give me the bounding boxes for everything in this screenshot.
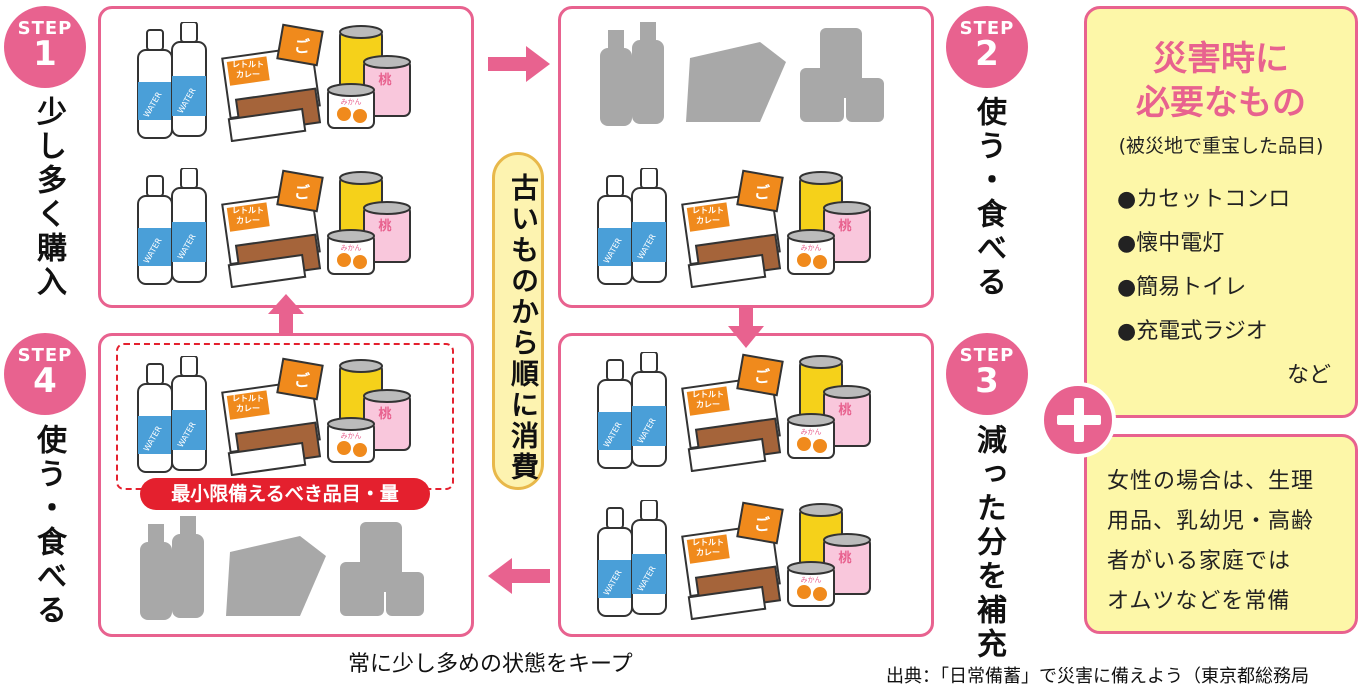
consumed-supplies-silhouette <box>600 22 884 126</box>
step2-label: 使う・食べる <box>971 96 1006 300</box>
arrow-up-icon <box>268 294 304 334</box>
svg-text:レトルト: レトルト <box>692 206 724 215</box>
retort-curry-icon: レトルト カレー ご <box>221 23 324 142</box>
svg-text:レトルト: レトルト <box>692 538 724 547</box>
step4-badge-word: STEP <box>17 345 73 366</box>
supplies-illustration: WATER WATER レトルト カレー ご 桃 みかん <box>597 500 871 620</box>
retort-curry-icon: レトルト カレー ご <box>681 169 784 288</box>
svg-text:みかん: みかん <box>341 432 362 440</box>
retort-curry-icon: レトルト カレー ご <box>221 169 324 288</box>
step2-badge-word: STEP <box>959 18 1015 39</box>
water-bottles-icon: WATER WATER <box>597 500 667 617</box>
step4-badge: STEP 4 <box>4 333 86 415</box>
step2-badge-number: 2 <box>975 34 999 74</box>
svg-text:レトルト: レトルト <box>692 390 724 399</box>
step1-label: 少し多く購入 <box>31 96 66 300</box>
needs-subtitle: (被災地で重宝した品目) <box>1118 135 1324 157</box>
svg-text:桃: 桃 <box>378 406 391 422</box>
svg-text:ご: ご <box>754 515 770 534</box>
svg-text:レトルト: レトルト <box>232 206 264 215</box>
needs-item: ●カセットコンロ <box>1117 187 1291 212</box>
arrow-left-icon <box>488 558 550 594</box>
svg-text:桃: 桃 <box>378 218 391 234</box>
svg-text:みかん: みかん <box>801 428 822 436</box>
consumed-supplies-silhouette <box>140 516 424 620</box>
needs-title-line2: 必要なもの <box>1136 83 1306 123</box>
svg-text:桃: 桃 <box>838 402 851 418</box>
svg-text:桃: 桃 <box>838 218 851 234</box>
needs-etc: など <box>1286 363 1331 388</box>
consume-oldest-first-pill: 古いものから順に消費 <box>492 152 544 490</box>
svg-text:レトルト: レトルト <box>232 394 264 403</box>
step1-badge-word: STEP <box>17 18 73 39</box>
supplies-illustration: WATER WATER レトルト カレー ご 桃 みかん <box>597 352 871 472</box>
svg-text:カレー: カレー <box>696 400 720 409</box>
canned-food-icon: 桃 みかん <box>327 359 411 463</box>
minimum-supplies-frame <box>116 343 454 490</box>
step1-badge: STEP 1 <box>4 6 86 88</box>
arrow-right-icon <box>488 46 550 82</box>
svg-text:カレー: カレー <box>696 548 720 557</box>
svg-text:ご: ご <box>294 371 310 390</box>
arrow-down-icon <box>728 308 764 348</box>
svg-text:カレー: カレー <box>236 70 260 79</box>
women-note-line: 用品、乳幼児・高齢 <box>1107 509 1315 534</box>
bottom-caption: 常に少し多めの状態をキープ <box>348 652 633 677</box>
svg-text:カレー: カレー <box>236 216 260 225</box>
source-citation: 出典：「日常備蓄」で災害に備えよう（東京都総務局 <box>886 666 1309 687</box>
svg-text:みかん: みかん <box>801 244 822 252</box>
step3-badge-number: 3 <box>975 361 999 401</box>
women-note-line: 女性の場合は、生理 <box>1107 469 1315 494</box>
retort-curry-icon: レトルト カレー ご <box>221 357 324 476</box>
step3-badge: STEP 3 <box>946 333 1028 415</box>
water-bottles-icon: WATER WATER <box>137 168 207 285</box>
canned-food-icon: 桃 みかん <box>327 171 411 275</box>
canned-food-icon: 桃 みかん <box>787 503 871 607</box>
water-bottles-icon: WATER WATER <box>597 352 667 469</box>
svg-text:カレー: カレー <box>236 404 260 413</box>
needs-item: ●簡易トイレ <box>1117 275 1247 300</box>
supplies-illustration: WATER WATER レトルト カレー ご 桃 みかん <box>137 356 411 476</box>
step2-badge: STEP 2 <box>946 6 1028 88</box>
step3-label: 減った分を補充 <box>971 424 1006 662</box>
retort-curry-icon: レトルト カレー ご <box>681 501 784 620</box>
svg-text:みかん: みかん <box>801 576 822 584</box>
canned-food-icon: 桃 みかん <box>787 171 871 275</box>
minimum-supplies-label: 最小限備えるべき品目・量 <box>140 478 430 510</box>
svg-text:桃: 桃 <box>838 550 851 566</box>
women-note-line: オムツなどを常備 <box>1107 589 1291 614</box>
needs-title-line1: 災害時に <box>1153 39 1289 79</box>
svg-text:みかん: みかん <box>341 98 362 106</box>
needs-item: ●充電式ラジオ <box>1117 319 1268 344</box>
svg-text:カレー: カレー <box>696 216 720 225</box>
water-bottles-icon: WATER WATER <box>137 22 207 139</box>
supplies-illustration: WATER WATER レトルト カレー ご 桃 みかん <box>597 168 871 288</box>
supplies-illustration: WATER WATER レトルト カレー ご 桃 みかん <box>137 168 411 288</box>
svg-text:レトルト: レトルト <box>232 60 264 69</box>
step4-badge-number: 4 <box>33 361 57 401</box>
svg-text:ご: ご <box>754 367 770 386</box>
step3-badge-word: STEP <box>959 345 1015 366</box>
svg-text:ご: ご <box>754 183 770 202</box>
step1-badge-number: 1 <box>33 34 57 74</box>
svg-text:ご: ご <box>294 37 310 56</box>
water-bottles-icon: WATER WATER <box>597 168 667 285</box>
women-note-line: 者がいる家庭では <box>1107 549 1292 574</box>
step4-label: 使う・食べる <box>31 424 66 628</box>
svg-text:桃: 桃 <box>378 72 391 88</box>
needs-item: ●懐中電灯 <box>1117 231 1225 256</box>
disaster-needs-box: 災害時に 必要なもの (被災地で重宝した品目) ●カセットコンロ ●懐中電灯 ●… <box>1084 6 1358 418</box>
canned-food-icon: 桃 みかん <box>787 355 871 459</box>
svg-text:ご: ご <box>294 183 310 202</box>
retort-curry-icon: レトルト カレー ご <box>681 353 784 472</box>
supplies-illustration: WATER WATER レトルト カレー ご 桃 みかん <box>137 22 411 142</box>
water-bottles-icon: WATER WATER <box>137 356 207 473</box>
women-note-box: 女性の場合は、生理 用品、乳幼児・高齢 者がいる家庭では オムツなどを常備 <box>1084 434 1358 634</box>
consume-oldest-first-text: 古いものから順に消費 <box>507 173 540 483</box>
canned-food-icon: 桃 みかん <box>327 25 411 129</box>
svg-text:みかん: みかん <box>341 244 362 252</box>
plus-icon <box>1040 382 1116 458</box>
